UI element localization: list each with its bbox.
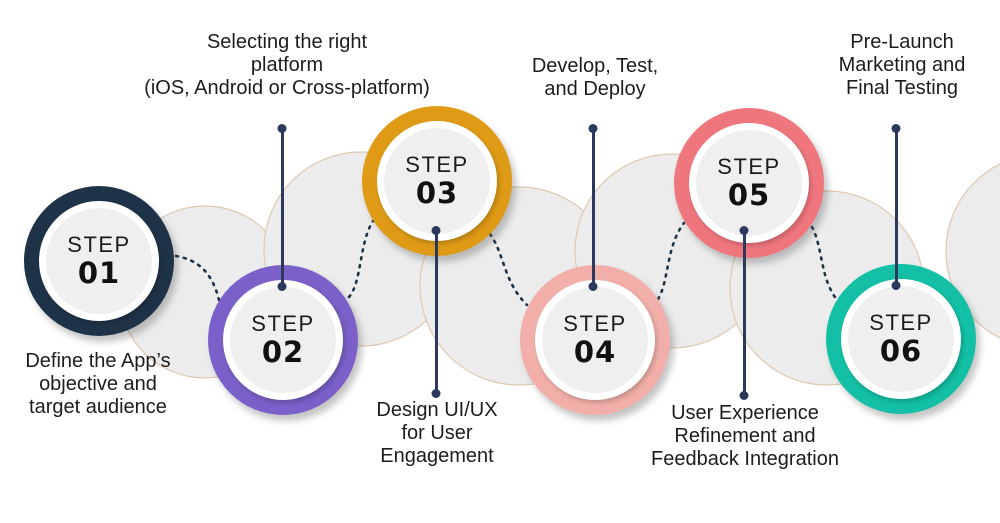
step-02-label-line3: (iOS, Android or Cross-platform) [144,77,430,99]
step-02-word: STEP [251,311,315,336]
step-04-label-line2: and Deploy [544,78,646,100]
step-01-label: Define the App’s objective and target au… [0,350,218,419]
step-04-label: Develop, Test, and Deploy [495,55,695,101]
step-02-number: 02 [261,335,305,369]
connector-line-step2 [281,128,284,287]
step-06-number: 06 [879,334,923,368]
step-03-label-line1: Design UI/UX [376,399,498,421]
step-03-word: STEP [405,152,469,177]
step-circle-05-inner: STEP 05 [689,123,809,243]
step-circle-02: STEP 02 [208,265,358,415]
step-circle-03-inner: STEP 03 [377,121,497,241]
dashed-curve-step4-step5 [656,221,686,301]
step-circle-04-inner: STEP 04 [535,280,655,400]
connector-line-step3 [435,230,438,394]
step-01-word: STEP [67,232,131,257]
step-04-number: 04 [573,335,617,369]
step-02-label-line1: Selecting the right [206,31,368,53]
step-04-label-line1: Develop, Test, [531,55,659,77]
step-circle-01-inner: STEP 01 [39,201,159,321]
step-circle-02-inner: STEP 02 [223,280,343,400]
step-01-number: 01 [77,256,121,290]
step-01-label-line2: objective and [39,373,157,395]
step-06-label: Pre-Launch Marketing and Final Testing [792,31,1000,100]
step-03-label: Design UI/UX for User Engagement [337,399,537,468]
dashed-connectors [174,219,840,307]
step-06-label-line2: Marketing and [838,54,966,76]
step-04-word: STEP [563,311,627,336]
step-01-label-line1: Define the App’s [25,350,171,372]
step-03-label-line3: Engagement [380,445,494,467]
step-05-label-line1: User Experience [671,402,819,424]
step-06-label-line1: Pre-Launch [850,31,954,53]
step-02-label-line2: platform [250,54,324,76]
connector-line-step5 [743,230,746,396]
step-03-number: 03 [415,176,459,210]
step-circle-03: STEP 03 [362,106,512,256]
step-06-label-line3: Final Testing [846,77,958,99]
dashed-curve-step1-step2 [174,254,221,302]
step-circle-06: STEP 06 [826,264,976,414]
step-circle-05: STEP 05 [674,108,824,258]
step-05-label-line2: Refinement and [674,425,816,447]
step-05-label: User Experience Refinement and Feedback … [615,402,875,471]
step-circle-01: STEP 01 [24,186,174,336]
step-03-label-line2: for User [401,422,473,444]
step-05-label-line3: Feedback Integration [651,448,839,470]
dashed-curve-step5-step6 [810,225,840,303]
step-05-word: STEP [717,154,781,179]
step-circle-06-inner: STEP 06 [841,279,961,399]
step-01-label-line3: target audience [29,396,167,418]
dashed-curve-step3-step4 [488,232,529,307]
dashed-curve-step2-step3 [347,219,375,299]
step-06-word: STEP [869,310,933,335]
connector-line-step4 [592,128,595,287]
step-02-label: Selecting the right platform (iOS, Andro… [107,31,467,100]
step-05-number: 05 [727,178,771,212]
connector-line-step6 [895,128,898,286]
